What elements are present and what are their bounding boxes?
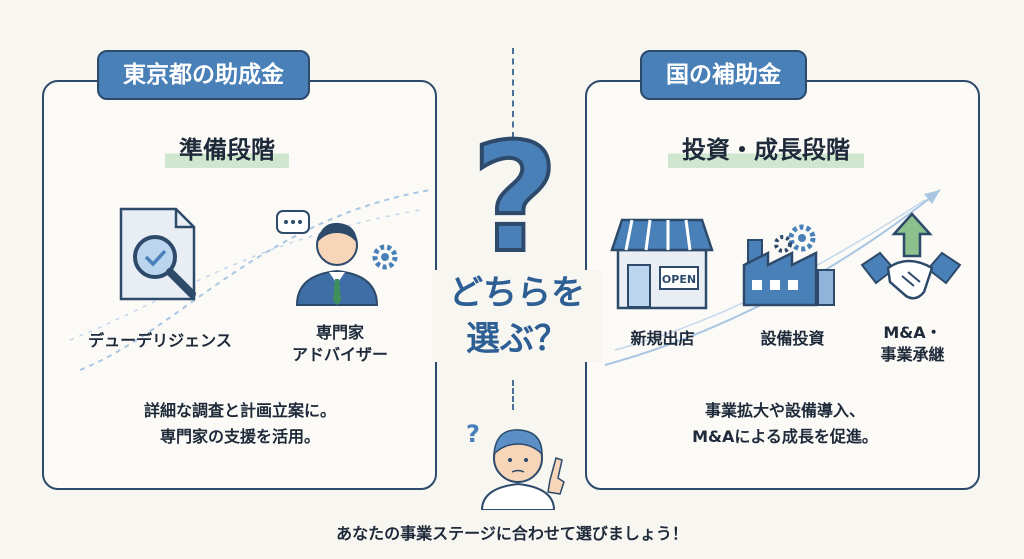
flow-lines-left-icon — [69, 189, 431, 371]
document-magnifier-icon — [119, 207, 196, 301]
storefront-icon: OPEN — [610, 218, 714, 310]
expert-advisor-label: 専門家 アドバイザー — [291, 323, 388, 364]
factory-icon — [742, 224, 835, 307]
national-subsidy-tag: 国の補助金 — [640, 50, 807, 100]
advisor-person-icon — [276, 210, 398, 306]
growth-stage-title: 投資・成長段階 — [668, 132, 864, 168]
tokyo-subsidy-tag: 東京都の助成金 — [97, 50, 310, 100]
preparation-stage-title: 準備段階 — [165, 132, 289, 168]
divider-top — [512, 48, 514, 138]
ma-succession-label: M&A・ 事業承継 — [880, 323, 945, 364]
open-sign: OPEN — [662, 273, 696, 286]
tokyo-description: 詳細な調査と計画立案に。 専門家の支援を活用。 — [143, 401, 336, 446]
svg-text:?: ? — [466, 420, 480, 448]
handshake-icon — [860, 212, 962, 300]
which-to-choose-text: どちらを 選ぶ？ — [432, 270, 602, 362]
question-mark: ? — [471, 130, 558, 265]
thinking-person-icon: ? — [466, 420, 565, 510]
new-store-label: 新規出店 — [630, 329, 695, 348]
national-description: 事業拡大や設備導入、 M&Aによる成長を促進。 — [692, 401, 878, 446]
footer-message: あなたの事業ステージに合わせて選びましょう！ — [336, 524, 688, 543]
due-diligence-label: デューデリジェンス — [88, 331, 232, 350]
question-mark-icon: ? — [470, 130, 560, 265]
equipment-investment-label: 設備投資 — [760, 329, 825, 348]
divider-bottom — [512, 380, 514, 410]
